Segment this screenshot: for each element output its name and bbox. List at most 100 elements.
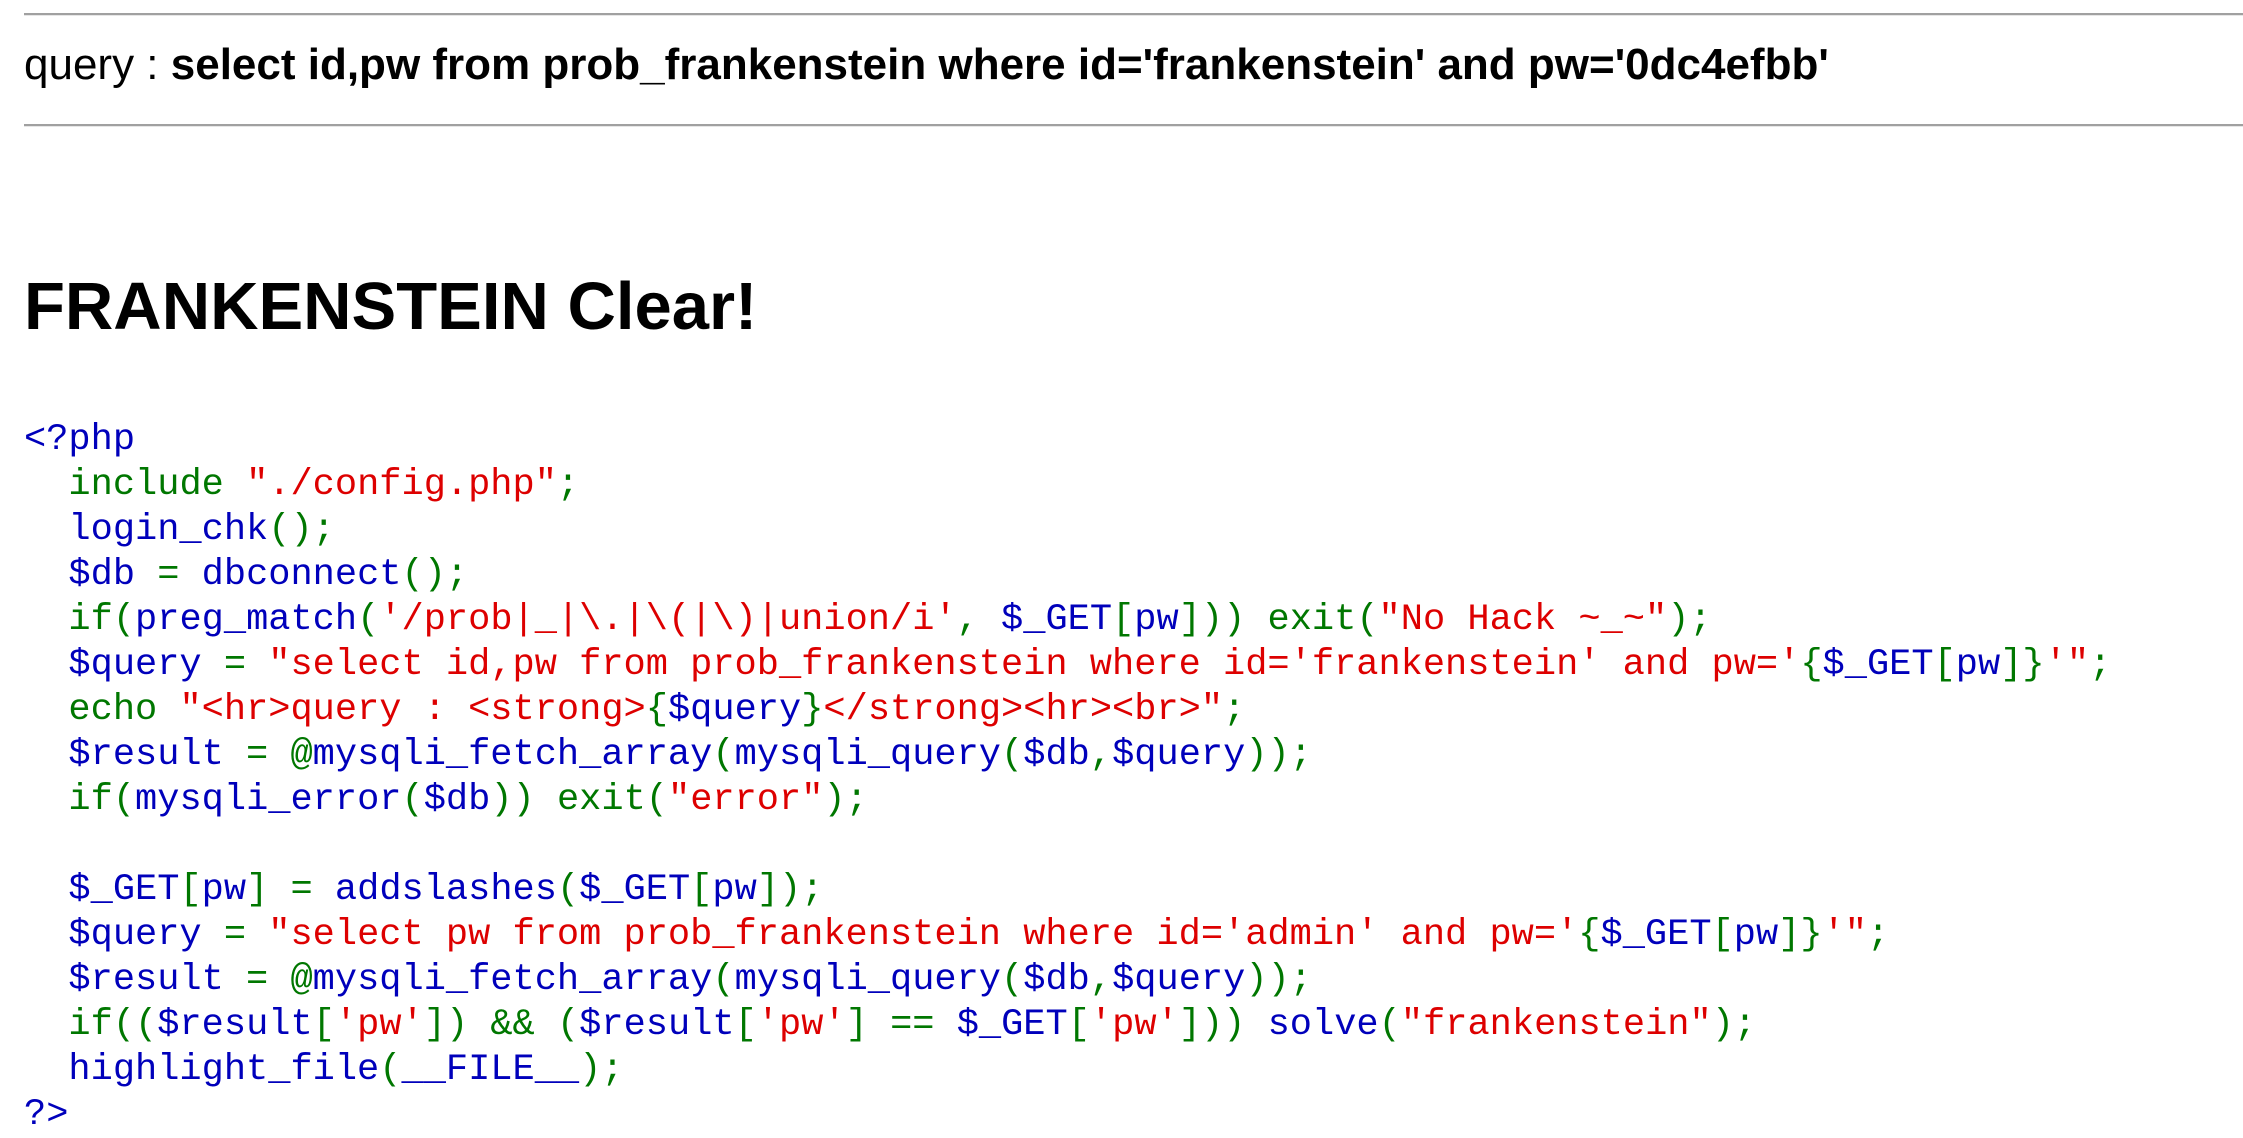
code-token: ); (579, 1049, 624, 1091)
code-token (24, 689, 68, 731)
code-token: ( (712, 734, 735, 776)
code-token: pw (712, 869, 757, 911)
code-line: <?php (24, 418, 2111, 463)
code-token: pw (1733, 914, 1779, 956)
code-token: ]) && ( (423, 1004, 580, 1046)
code-token: pw (1134, 599, 1179, 641)
code-token: mysqli_query (734, 734, 1002, 776)
code-token: $_GET (1001, 599, 1113, 641)
code-token: $db (1023, 734, 1090, 776)
top-horizontal-rule (24, 13, 2243, 16)
code-token: $query (24, 914, 224, 956)
code-token: ] == (845, 1004, 957, 1046)
code-token: $query (667, 689, 802, 731)
code-token: "select pw from prob_frankenstein where … (268, 914, 1579, 956)
code-token: solve (1267, 1004, 1379, 1046)
code-token: { (1578, 914, 1601, 956)
code-token: $_GET (24, 869, 180, 911)
code-token: ( (556, 869, 580, 911)
query-line: query : select id,pw from prob_frankenst… (24, 36, 1829, 94)
code-token (24, 824, 46, 866)
code-token: [ (312, 1004, 335, 1046)
clear-message-heading: FRANKENSTEIN Clear! (24, 269, 758, 344)
code-token: "frankenstein" (1400, 1004, 1712, 1046)
code-token: $_GET (579, 869, 691, 911)
code-token: mysqli_fetch_array (312, 959, 713, 1001)
code-token: ]} (2000, 644, 2045, 686)
code-line: login_chk(); (24, 508, 2111, 553)
code-token: )); (1245, 959, 1312, 1001)
code-token: "<hr>query : <strong> (179, 689, 646, 731)
code-token: mysqli_query (734, 959, 1002, 1001)
code-token (24, 464, 68, 506)
code-token: $result (24, 734, 247, 776)
code-token: ] = (246, 869, 335, 911)
code-token: , (1089, 734, 1113, 776)
code-token: [ (1933, 644, 1956, 686)
code-line: $query = "select pw from prob_frankenste… (24, 913, 2111, 958)
code-token: if( (68, 599, 136, 641)
code-token: addslashes (334, 869, 557, 911)
code-line: if(($result['pw']) && ($result['pw'] == … (24, 1003, 2111, 1048)
code-token (24, 599, 68, 641)
code-token: ; (2089, 644, 2112, 686)
code-token: [ (179, 869, 202, 911)
code-token: (); (401, 554, 469, 596)
code-token: ); (823, 779, 868, 821)
code-token: = @ (246, 734, 313, 776)
code-line: $db = dbconnect(); (24, 553, 2111, 598)
code-token: $db (423, 779, 491, 821)
php-source-code: <?php include "./config.php"; login_chk(… (24, 418, 2111, 1138)
code-token: "./config.php" (246, 464, 557, 506)
code-token (24, 779, 68, 821)
code-token: ( (1378, 1004, 1401, 1046)
code-token: $result (579, 1004, 735, 1046)
code-token: $db (24, 554, 158, 596)
code-line: if(preg_match('/prob|_|\.|\(|\)|union/i'… (24, 598, 2111, 643)
code-token: pw (201, 869, 247, 911)
code-token: $query (1112, 734, 1246, 776)
code-token: $_GET (1600, 914, 1712, 956)
code-line: echo "<hr>query : <strong>{$query}</stro… (24, 688, 2111, 733)
code-token: $result (157, 1004, 313, 1046)
code-token: $db (1023, 959, 1090, 1001)
code-token: )) exit( (490, 779, 668, 821)
code-token: "error" (667, 779, 824, 821)
code-line: ?> (24, 1093, 2111, 1138)
code-token: login_chk (24, 509, 269, 551)
code-line: highlight_file(__FILE__); (24, 1048, 2111, 1093)
code-token: <?php (24, 419, 136, 461)
code-token: ); (1667, 599, 1712, 641)
code-token: highlight_file (24, 1049, 380, 1091)
code-token: include (68, 464, 247, 506)
code-token: mysqli_fetch_array (312, 734, 713, 776)
code-token: if(( (68, 1004, 158, 1046)
code-token: preg_match (135, 599, 358, 641)
code-line: $query = "select id,pw from prob_franken… (24, 643, 2111, 688)
code-token: [ (690, 869, 713, 911)
code-token: 'pw' (1089, 1004, 1179, 1046)
code-token: ( (712, 959, 735, 1001)
code-token: ); (1711, 1004, 1757, 1046)
code-token: = @ (246, 959, 313, 1001)
code-token: ( (401, 779, 424, 821)
code-token: ; (1867, 914, 1890, 956)
code-token: __FILE__ (401, 1049, 580, 1091)
code-token (24, 1004, 68, 1046)
query-label: query : (24, 40, 171, 89)
code-token: dbconnect (201, 554, 402, 596)
code-token: )); (1245, 734, 1312, 776)
code-line: $_GET[pw] = addslashes($_GET[pw]); (24, 868, 2111, 913)
code-token: (); (268, 509, 335, 551)
code-line: include "./config.php"; (24, 463, 2111, 508)
code-token: = (157, 554, 202, 596)
code-token: $_GET (956, 1004, 1068, 1046)
code-token: ]); (756, 869, 824, 911)
code-token: ])) exit( (1178, 599, 1379, 641)
code-token: </strong><hr><br>" (823, 689, 1224, 731)
code-line: $result = @mysqli_fetch_array(mysqli_que… (24, 733, 2111, 778)
code-token: } (801, 689, 824, 731)
code-line: $result = @mysqli_fetch_array(mysqli_que… (24, 958, 2111, 1003)
bottom-horizontal-rule (24, 124, 2243, 127)
code-token: $_GET (1822, 644, 1934, 686)
